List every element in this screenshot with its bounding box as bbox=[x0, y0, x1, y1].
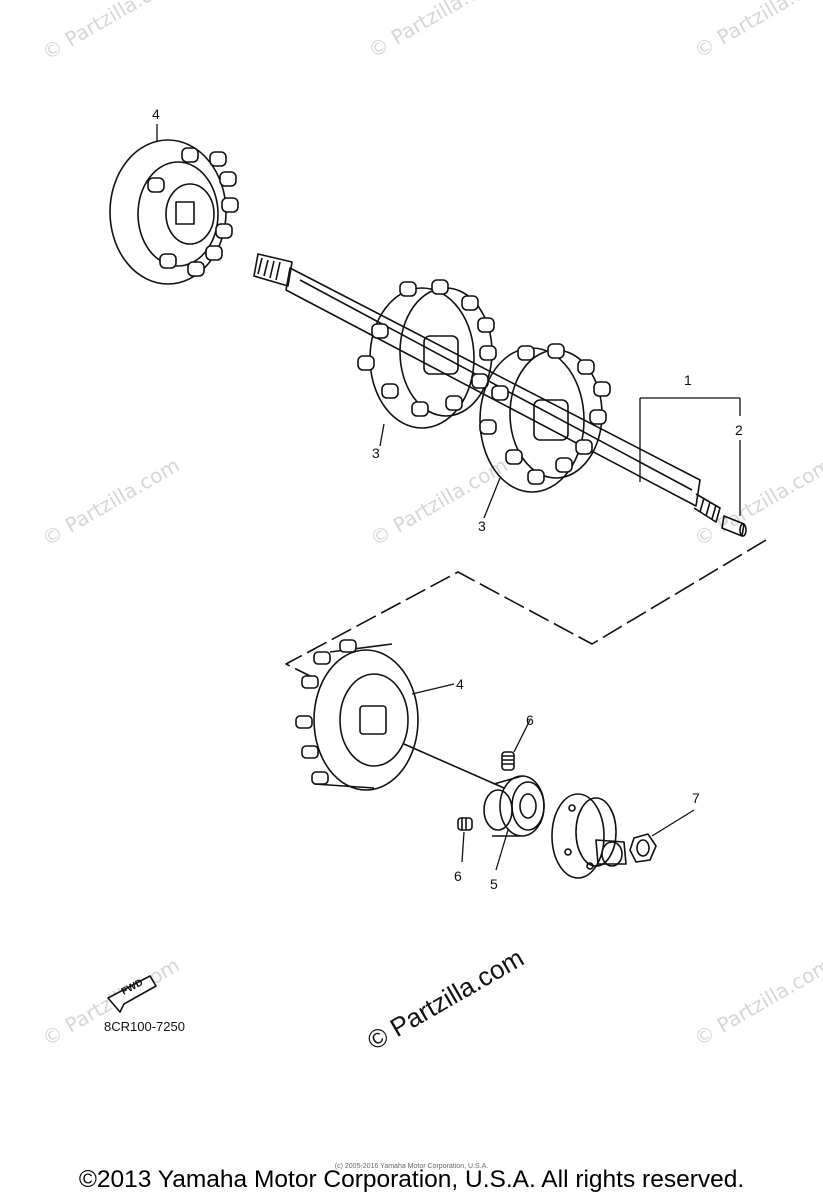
shaft-pin bbox=[721, 515, 747, 537]
small-print: (c) 2005-2016 Yamaha Motor Corporation, … bbox=[334, 1163, 489, 1170]
copyright-notice: ©2013 Yamaha Motor Corporation, U.S.A. A… bbox=[78, 1166, 745, 1193]
callout-6-top: 6 bbox=[526, 712, 534, 728]
callout-4-lower: 4 bbox=[456, 676, 464, 692]
sprocket-center-right bbox=[479, 343, 611, 493]
callout-6-bottom: 6 bbox=[454, 868, 462, 884]
callout-4-top: 4 bbox=[152, 106, 160, 122]
set-screw-left bbox=[457, 817, 473, 831]
callout-3-right: 3 bbox=[478, 518, 486, 534]
bearing bbox=[483, 775, 545, 837]
sprocket-center-left bbox=[357, 279, 497, 429]
hub-flange bbox=[551, 793, 627, 879]
drive-sprocket-top-left bbox=[109, 139, 239, 285]
drive-sprocket-lower bbox=[295, 639, 505, 791]
assembly-connector-lines bbox=[285, 539, 767, 681]
track-drive-shaft bbox=[253, 253, 721, 523]
callout-3-left: 3 bbox=[372, 445, 380, 461]
fwd-arrow-icon bbox=[107, 975, 157, 1013]
nut bbox=[629, 833, 657, 863]
callout-leaders bbox=[156, 124, 741, 871]
callout-7: 7 bbox=[692, 790, 700, 806]
set-screw-top bbox=[501, 751, 515, 771]
callout-1: 1 bbox=[684, 372, 692, 388]
callout-5: 5 bbox=[490, 876, 498, 892]
diagram-part-code: 8CR100-7250 bbox=[104, 1019, 185, 1034]
callout-2: 2 bbox=[735, 422, 743, 438]
